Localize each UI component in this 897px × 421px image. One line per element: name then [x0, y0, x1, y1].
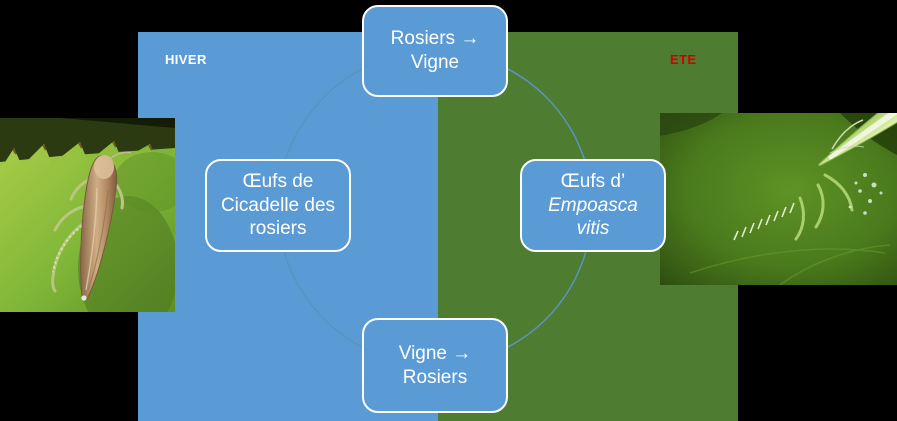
- node-oeufs-cicadelle-rosiers: Œufs de Cicadelle des rosiers: [205, 159, 351, 252]
- node-oeufs-empoasca-vitis: Œufs d’ Empoasca vitis: [520, 159, 666, 252]
- green-leafhopper-photo: [660, 113, 897, 285]
- summer-label: ETE: [670, 52, 697, 67]
- node-oeufs-empoasca-vitis-label: Œufs d’ Empoasca vitis: [531, 170, 655, 241]
- species-name: Empoasca vitis: [548, 194, 638, 240]
- node-rosiers-to-vigne-label: Rosiers → Vigne: [390, 28, 480, 73]
- node-vigne-to-rosiers: Vigne → Rosiers: [362, 318, 508, 413]
- node-rosiers-to-vigne: Rosiers → Vigne: [362, 5, 508, 97]
- oeufs-prefix: Œufs d’: [560, 171, 626, 193]
- winter-label: HIVER: [165, 52, 207, 67]
- node-vigne-to-rosiers-label: Vigne → Rosiers: [398, 342, 472, 388]
- rose-leafhopper-photo: [0, 118, 175, 312]
- node-oeufs-cicadelle-rosiers-label: Œufs de Cicadelle des rosiers: [220, 171, 336, 240]
